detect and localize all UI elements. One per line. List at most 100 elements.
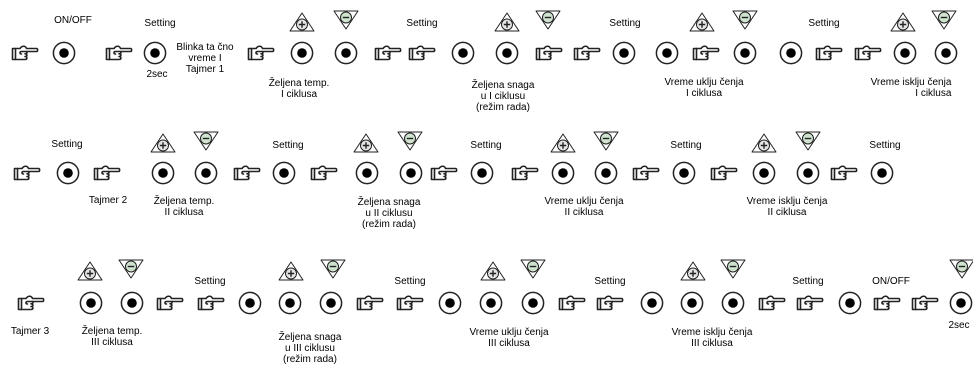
pointing-hand-icon: [247, 45, 275, 61]
round-button-icon: [272, 161, 296, 185]
pointing-hand-icon: [310, 165, 338, 181]
minus-triangle-icon: [118, 259, 144, 279]
plus-triangle-icon: [680, 261, 706, 281]
plus-triangle-icon: [278, 261, 304, 281]
pointing-hand-icon: [796, 295, 824, 311]
round-button-icon: [290, 41, 314, 65]
on-time-cycle3-label: Vreme uklju čenja III ciklusa: [469, 327, 549, 349]
round-button-icon: [893, 41, 917, 65]
pointing-hand-icon: [396, 295, 424, 311]
setting-label: Setting: [808, 18, 840, 29]
two-sec-label: 2sec: [948, 320, 970, 331]
round-button-icon: [238, 291, 262, 315]
pointing-hand-icon: [758, 295, 786, 311]
pointing-hand-icon: [632, 165, 660, 181]
round-button-icon: [721, 291, 745, 315]
plus-triangle-icon: [494, 12, 520, 32]
pointing-hand-icon: [710, 165, 738, 181]
desired-power-cycle1-label: Željena snaga u I ciklusu (režim rada): [471, 80, 535, 113]
round-button-icon: [733, 41, 757, 65]
desired-temp-cycle2-label: Željena temp. II ciklusa: [153, 196, 215, 218]
minus-triangle-icon: [397, 131, 423, 151]
on-off-label: ON/OFF: [54, 15, 92, 26]
plus-triangle-icon: [550, 133, 576, 153]
plus-triangle-icon: [751, 133, 777, 153]
minus-triangle-icon: [320, 259, 346, 279]
pointing-hand-icon: [911, 295, 939, 311]
timer2-label: Tajmer 2: [88, 195, 128, 206]
round-button-icon: [479, 291, 503, 315]
plus-triangle-icon: [689, 12, 715, 32]
round-button-icon: [640, 291, 664, 315]
round-button-icon: [934, 41, 958, 65]
round-button-icon: [594, 161, 618, 185]
round-button-icon: [319, 291, 343, 315]
round-button-icon: [143, 41, 167, 65]
plus-triangle-icon: [353, 133, 379, 153]
minus-triangle-icon: [732, 10, 758, 30]
pointing-hand-icon: [830, 165, 858, 181]
pointing-hand-icon: [17, 295, 45, 311]
setting-label: Setting: [144, 18, 176, 29]
setting-label: Setting: [869, 140, 901, 151]
pointing-hand-icon: [873, 295, 901, 311]
round-button-icon: [838, 291, 862, 315]
setting-label: Setting: [272, 140, 304, 151]
minus-triangle-icon: [520, 259, 546, 279]
pointing-hand-icon: [408, 45, 436, 61]
pointing-hand-icon: [356, 295, 384, 311]
minus-triangle-icon: [949, 259, 973, 279]
pointing-hand-icon: [13, 165, 41, 181]
round-button-icon: [52, 41, 76, 65]
round-button-icon: [655, 41, 679, 65]
pointing-hand-icon: [854, 45, 882, 61]
desired-power-cycle2-label: Željena snaga u II ciklusu (režim rada): [357, 197, 421, 230]
setting-label: Setting: [670, 140, 702, 151]
pointing-hand-icon: [558, 295, 586, 311]
off-time-cycle3-label: Vreme isklju čenja III ciklusa: [671, 327, 753, 349]
plus-triangle-icon: [150, 133, 176, 153]
round-button-icon: [870, 161, 894, 185]
pointing-hand-icon: [596, 295, 624, 311]
round-button-icon: [672, 161, 696, 185]
setting-label: Setting: [51, 139, 83, 150]
round-button-icon: [120, 291, 144, 315]
minus-triangle-icon: [931, 10, 957, 30]
round-button-icon: [355, 161, 379, 185]
plus-triangle-icon: [480, 261, 506, 281]
round-button-icon: [551, 161, 575, 185]
round-button-icon: [438, 291, 462, 315]
round-button-icon: [278, 291, 302, 315]
round-button-icon: [151, 161, 175, 185]
round-button-icon: [470, 161, 494, 185]
blink-exact-time-timer1-label: Blinka ta čno vreme I Tajmer 1: [176, 42, 234, 75]
round-button-icon: [612, 41, 636, 65]
setting-label: Setting: [594, 276, 626, 287]
pointing-hand-icon: [197, 295, 225, 311]
pointing-hand-icon: [11, 45, 39, 61]
setting-label: Setting: [194, 276, 226, 287]
pointing-hand-icon: [815, 45, 843, 61]
pointing-hand-icon: [430, 165, 458, 181]
minus-triangle-icon: [720, 259, 746, 279]
round-button-icon: [79, 291, 103, 315]
round-button-icon: [949, 291, 973, 315]
round-button-icon: [451, 41, 475, 65]
plus-triangle-icon: [890, 12, 916, 32]
pointing-hand-icon: [105, 45, 133, 61]
setting-label: Setting: [470, 140, 502, 151]
pointing-hand-icon: [573, 45, 601, 61]
round-button-icon: [752, 161, 776, 185]
round-button-icon: [779, 41, 803, 65]
setting-label: Setting: [394, 276, 426, 287]
pointing-hand-icon: [233, 165, 261, 181]
desired-temp-cycle1-label: Željena temp. I ciklusa: [268, 78, 330, 100]
round-button-icon: [680, 291, 704, 315]
plus-triangle-icon: [289, 12, 315, 32]
minus-triangle-icon: [535, 10, 561, 30]
round-button-icon: [495, 41, 519, 65]
pointing-hand-icon: [535, 45, 563, 61]
round-button-icon: [56, 161, 80, 185]
timer3-label: Tajmer 3: [10, 326, 50, 337]
